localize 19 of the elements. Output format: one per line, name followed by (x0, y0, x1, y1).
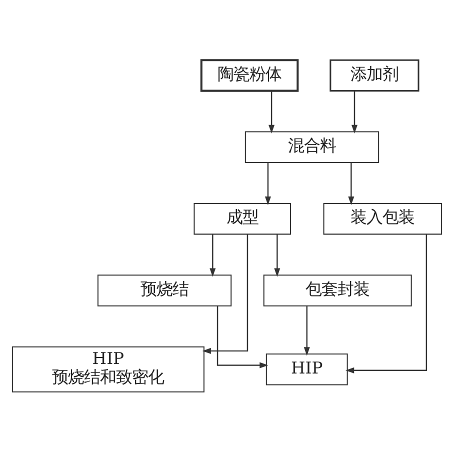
arrow (274, 234, 280, 277)
arrow (216, 306, 268, 368)
arrow (264, 162, 271, 206)
node-box: 成型 (194, 202, 291, 235)
node-box: 预烧结 (97, 274, 232, 306)
arrow (268, 91, 275, 134)
node-box: HIP 预烧结和致密化 (12, 346, 204, 392)
arrow (351, 91, 358, 134)
node-box: 混合料 (244, 131, 380, 164)
node-box: 陶瓷粉体 (200, 59, 299, 92)
node-box: 装入包装 (323, 202, 442, 235)
arrow (202, 234, 248, 354)
arrow (210, 234, 216, 277)
arrow (348, 162, 354, 206)
node-box: HIP (266, 354, 348, 386)
node-box: 包套封装 (263, 274, 412, 306)
arrow (304, 306, 310, 356)
node-box: 添加剂 (330, 59, 420, 92)
arrow (346, 234, 428, 374)
